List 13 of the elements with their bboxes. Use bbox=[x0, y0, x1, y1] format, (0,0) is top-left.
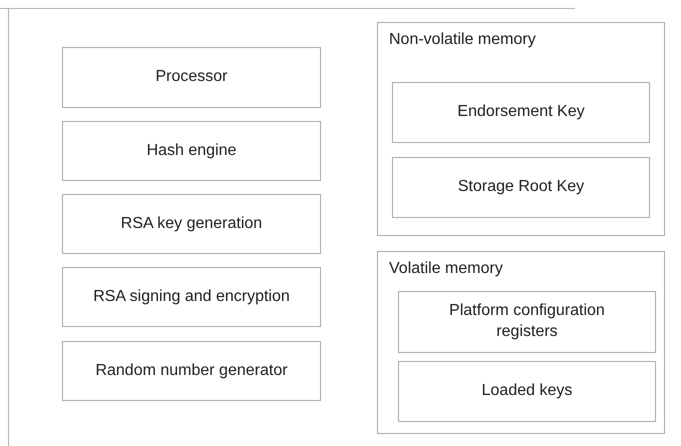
component-box: RSA signing and encryption bbox=[62, 267, 321, 327]
component-box: Loaded keys bbox=[398, 361, 656, 422]
component-box: Platform configuration registers bbox=[398, 291, 656, 353]
memory-panel bbox=[377, 251, 665, 434]
panel-heading: Volatile memory bbox=[389, 260, 503, 278]
memory-panel bbox=[377, 22, 665, 236]
component-box: Storage Root Key bbox=[392, 157, 650, 218]
component-box: RSA key generation bbox=[62, 194, 321, 254]
panel-heading: Non-volatile memory bbox=[389, 31, 536, 49]
component-box: Random number generator bbox=[62, 341, 321, 401]
component-box: Endorsement Key bbox=[392, 82, 650, 143]
component-box: Processor bbox=[62, 47, 321, 108]
component-box: Hash engine bbox=[62, 121, 321, 181]
